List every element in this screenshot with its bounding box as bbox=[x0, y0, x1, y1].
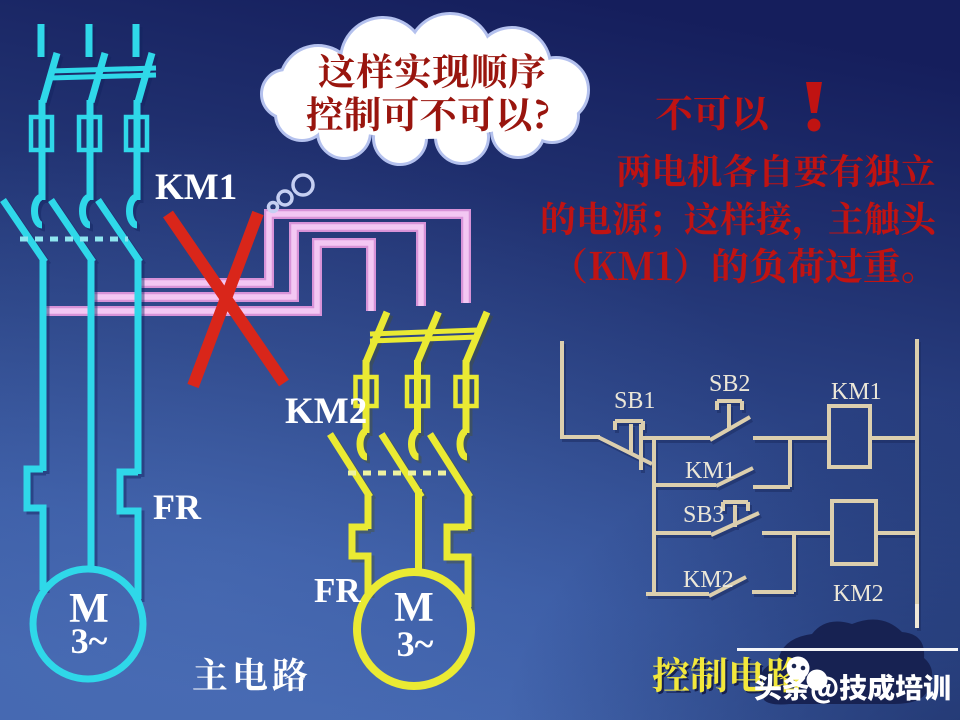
svg-text:3~: 3~ bbox=[397, 624, 434, 664]
svg-text:SB1: SB1 bbox=[614, 388, 655, 414]
svg-text:KM1: KM1 bbox=[155, 167, 237, 208]
svg-text:KM2: KM2 bbox=[833, 581, 884, 607]
svg-text:FR: FR bbox=[153, 487, 202, 527]
svg-text:M: M bbox=[69, 586, 109, 632]
svg-text:KM1: KM1 bbox=[831, 379, 882, 405]
svg-text:3~: 3~ bbox=[71, 621, 108, 661]
svg-text:KM2: KM2 bbox=[683, 567, 734, 593]
svg-text:KM2: KM2 bbox=[285, 391, 367, 432]
svg-text:SB2: SB2 bbox=[709, 371, 750, 397]
svg-text:KM1: KM1 bbox=[685, 458, 736, 484]
svg-text:SB3: SB3 bbox=[683, 502, 724, 528]
svg-text:FR: FR bbox=[314, 571, 361, 610]
svg-text:M: M bbox=[394, 585, 434, 631]
